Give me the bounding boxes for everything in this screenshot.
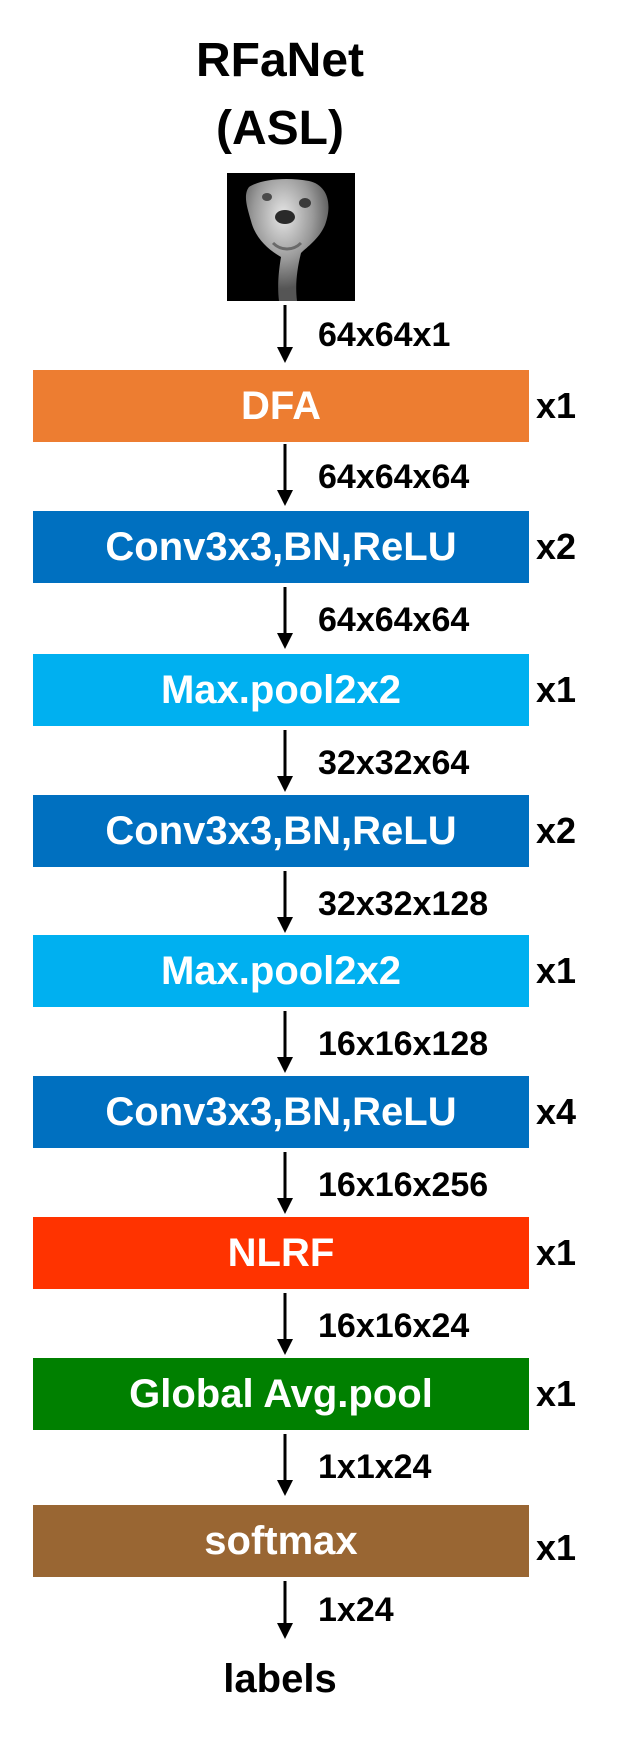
repeat-count: x1 [536,385,577,426]
tensor-shape-label: 16x16x256 [318,1166,489,1204]
flow-arrow [277,1011,293,1073]
tensor-shape-label: 16x16x128 [318,1025,489,1063]
tensor-shape-label: 64x64x1 [318,316,451,354]
dfa-block: DFA [33,370,529,442]
flow-arrow [277,444,293,506]
nlrf-block: NLRF [33,1217,529,1289]
title-line-1: RFaNet [195,34,365,87]
flow-arrow [277,1293,293,1355]
flow-arrow [277,1434,293,1496]
tensor-shape-label: 1x24 [318,1591,394,1629]
tensor-shape-label: 16x16x24 [318,1307,470,1345]
input-hand-image [227,173,355,301]
flow-arrow [277,305,293,363]
repeat-count: x1 [536,1232,577,1273]
repeat-count: x1 [536,669,577,710]
flow-arrow [277,1152,293,1214]
conv-block: Conv3x3,BN,ReLU [33,795,529,867]
repeat-count: x1 [536,1373,577,1414]
softmax-block: softmax [33,1505,529,1577]
global-avg-pool-block: Global Avg.pool [33,1358,529,1430]
repeat-count: x2 [536,526,577,567]
flow-arrow [277,730,293,792]
tensor-shape-label: 64x64x64 [318,458,470,496]
repeat-count: x4 [536,1091,577,1132]
flow-arrow [277,1581,293,1639]
output-labels: labels [223,1657,337,1701]
conv-block: Conv3x3,BN,ReLU [33,1076,529,1148]
tensor-shape-label: 1x1x24 [318,1448,432,1486]
maxpool-block: Max.pool2x2 [33,654,529,726]
tensor-shape-label: 32x32x128 [318,885,489,923]
flow-arrow [277,587,293,649]
tensor-shape-label: 64x64x64 [318,601,470,639]
flow-arrow [277,871,293,933]
repeat-count: x2 [536,810,577,851]
title-line-2: (ASL) [216,102,344,155]
tensor-shape-label: 32x32x64 [318,744,470,782]
repeat-count: x1 [536,950,577,991]
conv-block: Conv3x3,BN,ReLU [33,511,529,583]
repeat-count: x1 [536,1527,577,1568]
maxpool-block: Max.pool2x2 [33,935,529,1007]
